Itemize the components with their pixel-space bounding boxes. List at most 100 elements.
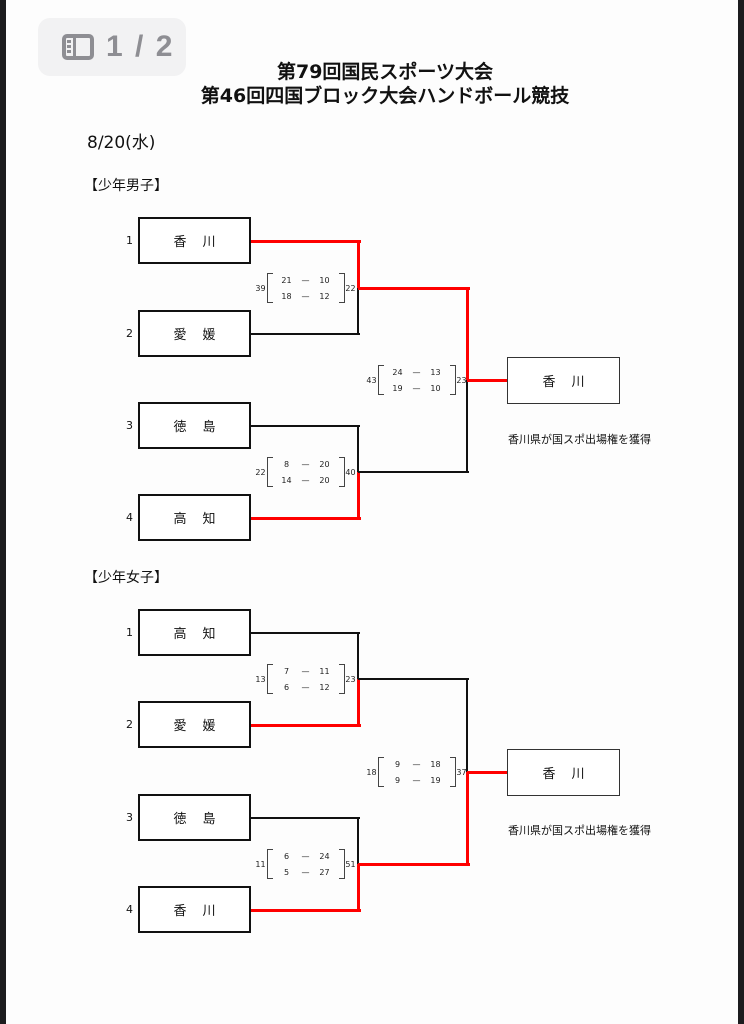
team-box[interactable]: 香川 — [138, 886, 251, 933]
half-score-row: 18 — 12 — [279, 292, 333, 301]
half-home-score: 6 — [283, 851, 290, 861]
seed-number: 1 — [126, 626, 133, 639]
half-away-score: 18 — [430, 759, 441, 769]
score-block: 11 6 — 24 5 — 27 51 — [255, 849, 357, 879]
dash: — — [412, 759, 421, 769]
sidebar-icon[interactable] — [62, 34, 94, 60]
team-box[interactable]: 徳島 — [138, 402, 251, 449]
dash: — — [412, 383, 421, 393]
bracket-right — [449, 365, 456, 395]
half-home-score: 9 — [394, 759, 401, 769]
seed-number: 3 — [126, 811, 133, 824]
bracket-line — [466, 772, 469, 865]
half-away-score: 11 — [319, 666, 330, 676]
half-away-score: 27 — [319, 867, 330, 877]
score-block: 43 24 — 13 19 — 10 23 — [366, 365, 468, 395]
bracket-line — [357, 241, 360, 289]
team-box[interactable]: 徳島 — [138, 794, 251, 841]
champion-box[interactable]: 香川 — [507, 357, 620, 404]
half-home-score: 24 — [392, 367, 403, 377]
bracket-line — [358, 287, 470, 290]
bracket-line — [251, 817, 360, 819]
bracket-left — [266, 457, 273, 487]
dash: — — [301, 459, 310, 469]
section-header: 【少年男子】 — [84, 178, 168, 194]
dash: — — [301, 851, 310, 861]
dash: — — [301, 291, 310, 301]
away-total: 37 — [456, 767, 467, 777]
team-box[interactable]: 愛媛 — [138, 310, 251, 357]
half-away-score: 12 — [319, 682, 330, 692]
half-home-score: 7 — [283, 666, 290, 676]
half-home-score: 19 — [392, 383, 403, 393]
half-home-score: 14 — [281, 475, 292, 485]
halves: 8 — 20 14 — 20 — [273, 460, 339, 485]
team-box[interactable]: 高知 — [138, 609, 251, 656]
half-score-row: 9 — 19 — [390, 776, 444, 785]
bracket-right — [338, 457, 345, 487]
seed-number: 4 — [126, 903, 133, 916]
score-block: 22 8 — 20 14 — 20 40 — [255, 457, 357, 487]
half-score-row: 21 — 10 — [279, 276, 333, 285]
home-total: 13 — [255, 674, 266, 684]
dash: — — [301, 275, 310, 285]
bracket-line — [251, 632, 360, 634]
half-score-row: 14 — 20 — [279, 476, 333, 485]
half-score-row: 6 — 12 — [279, 683, 333, 692]
half-away-score: 10 — [430, 383, 441, 393]
section-header: 【少年女子】 — [84, 570, 168, 586]
score-block: 39 21 — 10 18 — 12 22 — [255, 273, 357, 303]
team-box[interactable]: 高知 — [138, 494, 251, 541]
qualification-note: 香川県が国スポ出場権を獲得 — [508, 824, 651, 837]
half-away-score: 20 — [319, 475, 330, 485]
halves: 7 — 11 6 — 12 — [273, 667, 339, 692]
bracket-line — [251, 724, 361, 727]
halves: 21 — 10 18 — 12 — [273, 276, 339, 301]
away-total: 51 — [345, 859, 356, 869]
bracket-right — [338, 273, 345, 303]
half-away-score: 12 — [319, 291, 330, 301]
document-subtitle: 第46回四国ブロック大会ハンドボール競技 — [200, 85, 570, 107]
bracket-right — [338, 664, 345, 694]
bracket-line — [357, 472, 360, 519]
seed-number: 4 — [126, 511, 133, 524]
team-box[interactable]: 香川 — [138, 217, 251, 264]
seed-number: 2 — [126, 718, 133, 731]
bracket-left — [266, 664, 273, 694]
home-total: 22 — [255, 467, 266, 477]
bracket-line — [251, 240, 361, 243]
bracket-line — [357, 818, 359, 865]
bracket-line — [358, 471, 469, 473]
bracket-left — [266, 273, 273, 303]
half-score-row: 19 — 10 — [390, 384, 444, 393]
half-home-score: 6 — [283, 682, 290, 692]
page-indicator[interactable]: 1 / 2 — [38, 18, 186, 76]
viewer-left-edge — [0, 0, 6, 1024]
bracket-left — [377, 757, 384, 787]
half-score-row: 8 — 20 — [279, 460, 333, 469]
home-total: 39 — [255, 283, 266, 293]
half-away-score: 20 — [319, 459, 330, 469]
champion-box[interactable]: 香川 — [507, 749, 620, 796]
team-box[interactable]: 愛媛 — [138, 701, 251, 748]
score-block: 13 7 — 11 6 — 12 23 — [255, 664, 357, 694]
viewer-right-edge — [738, 0, 744, 1024]
bracket-right — [449, 757, 456, 787]
seed-number: 3 — [126, 419, 133, 432]
bracket-line — [357, 633, 359, 680]
away-total: 22 — [345, 283, 356, 293]
bracket-left — [266, 849, 273, 879]
seed-number: 2 — [126, 327, 133, 340]
bracket-left — [377, 365, 384, 395]
away-total: 40 — [345, 467, 356, 477]
document-title: 第79回国民スポーツ大会 — [276, 61, 494, 83]
dash: — — [301, 867, 310, 877]
half-away-score: 10 — [319, 275, 330, 285]
half-away-score: 13 — [430, 367, 441, 377]
away-total: 23 — [456, 375, 467, 385]
bracket-line — [357, 864, 360, 911]
half-score-row: 9 — 18 — [390, 760, 444, 769]
half-home-score: 8 — [283, 459, 290, 469]
half-score-row: 5 — 27 — [279, 868, 333, 877]
score-block: 18 9 — 18 9 — 19 37 — [366, 757, 468, 787]
